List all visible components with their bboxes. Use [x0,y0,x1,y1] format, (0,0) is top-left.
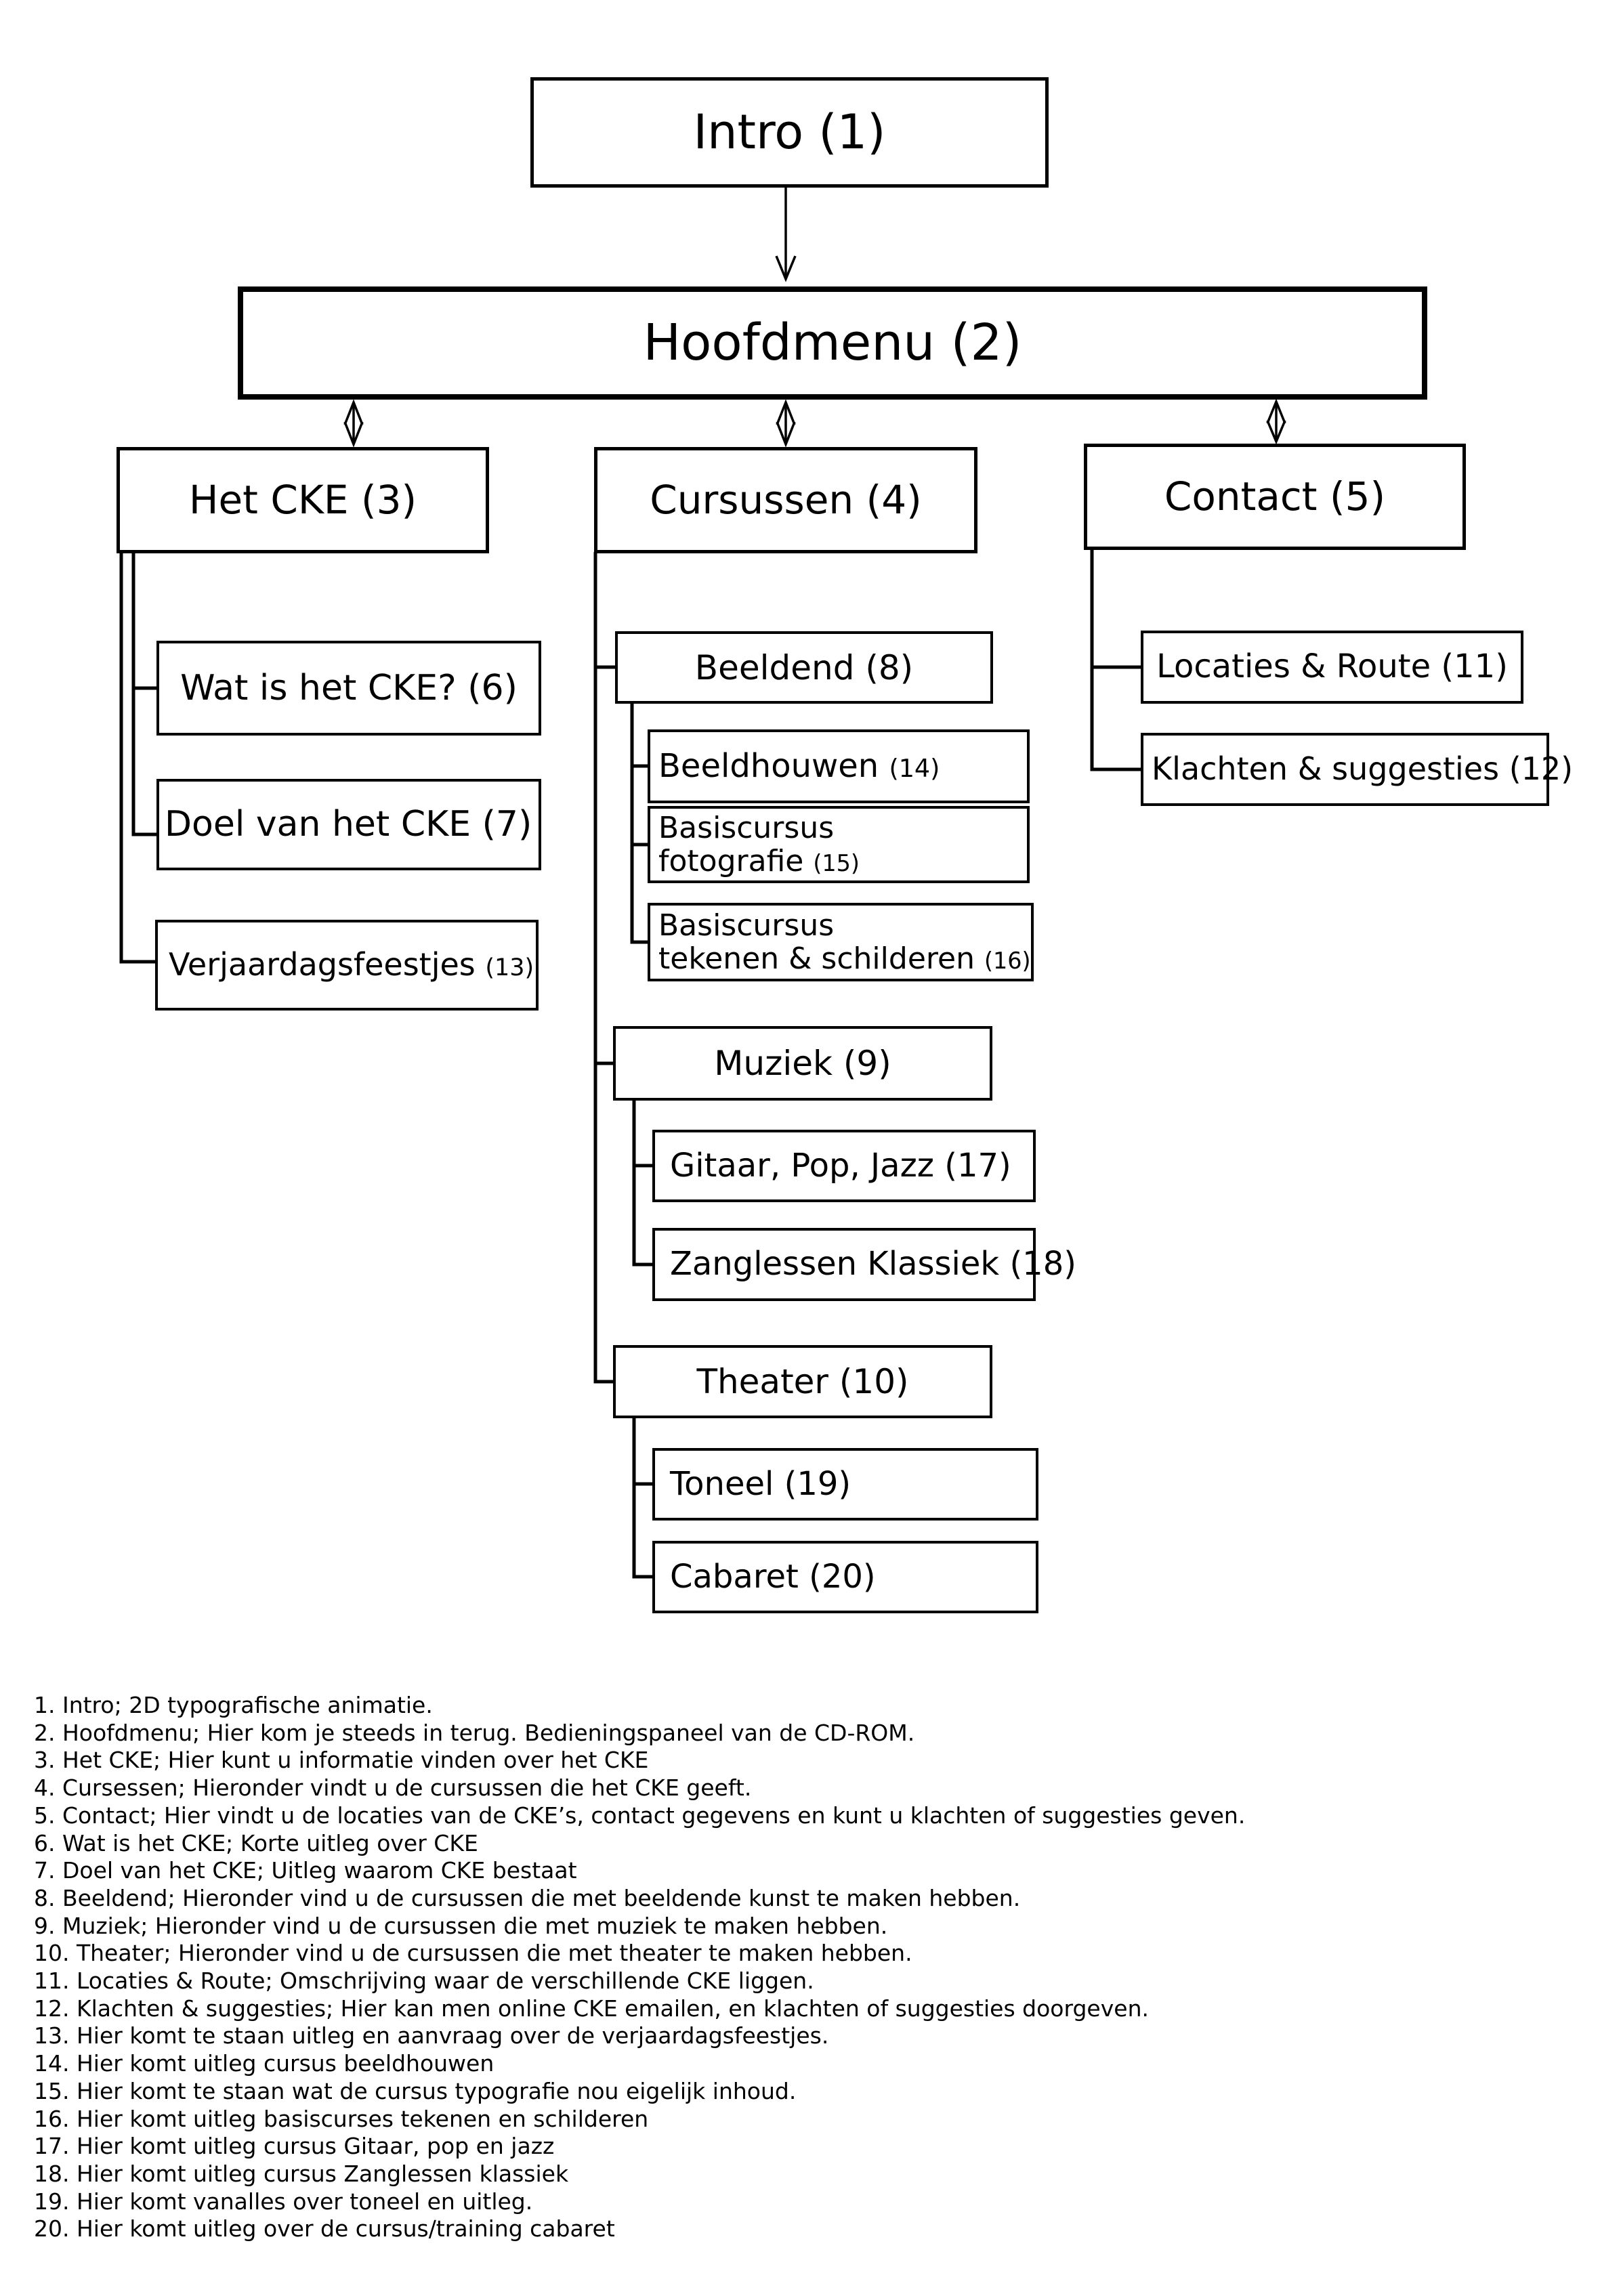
node-het-cke: Het CKE (3) [117,447,489,553]
trunk-hetcke-inner [131,552,158,836]
trunk-cursussen [593,552,614,1384]
node-toneel: Toneel (19) [652,1448,1038,1521]
node-gitaar-pop-jazz: Gitaar, Pop, Jazz (17) [652,1130,1036,1202]
double-arrow-icon [343,399,364,448]
legend-item: 4. Cursessen; Hieronder vindt u de cursu… [34,1774,752,1802]
double-arrow-icon [776,399,796,448]
node-cursussen: Cursussen (4) [594,447,977,553]
legend-item: 13. Hier komt te staan uitleg en aanvraa… [34,2022,829,2049]
trunk-theater [632,1417,654,1579]
legend-item: 17. Hier komt uitleg cursus Gitaar, pop … [34,2133,555,2160]
legend-item: 18. Hier komt uitleg cursus Zanglessen k… [34,2160,569,2187]
node-zanglessen-klassiek: Zanglessen Klassiek (18) [652,1228,1076,1301]
legend-item: 3. Het CKE; Hier kunt u informatie vinde… [34,1747,649,1774]
trunk-beeldend [630,702,649,944]
node-muziek: Muziek (9) [613,1026,992,1101]
legend-item: 20. Hier komt uitleg over de cursus/trai… [34,2215,615,2242]
legend-item: 12. Klachten & suggesties; Hier kan men … [34,1995,1149,2022]
node-beeldhouwen: Beeldhouwen (14) [648,729,1030,803]
trunk-muziek [632,1099,654,1267]
legend-item: 9. Muziek; Hieronder vind u de cursussen… [34,1912,888,1939]
legend-item: 1. Intro; 2D typografische animatie. [34,1692,433,1718]
legend-item: 11. Locaties & Route; Omschrijving waar … [34,1968,814,1995]
node-klachten-suggesties: Klachten & suggesties (12) [1141,733,1573,806]
legend-item: 10. Theater; Hieronder vind u de cursuss… [34,1940,912,1967]
node-doel-van-het-cke: Doel van het CKE (7) [156,779,541,870]
node-cabaret: Cabaret (20) [652,1541,1038,1613]
node-hoofdmenu: Hoofdmenu (2) [238,286,1427,400]
trunk-contact [1090,549,1142,771]
legend-item: 8. Beeldend; Hieronder vind u de cursuss… [34,1884,1021,1911]
trunk-hetcke-outer [119,552,156,964]
node-theater: Theater (10) [613,1345,992,1418]
node-beeldend: Beeldend (8) [615,631,993,704]
legend-item: 16. Hier komt uitleg basiscurses tekenen… [34,2105,649,2132]
double-arrow-icon [1266,398,1286,445]
legend-item: 6. Wat is het CKE; Korte uitleg over CKE [34,1829,478,1856]
node-contact: Contact (5) [1084,444,1466,550]
legend-item: 19. Hier komt vanalles over toneel en ui… [34,2188,533,2215]
node-verjaardagsfeestjes: Verjaardagsfeestjes (13) [155,920,539,1011]
legend-item: 14. Hier komt uitleg cursus beeldhouwen [34,2050,494,2077]
arrow-down-icon [775,188,797,282]
legend-item: 2. Hoofdmenu; Hier kom je steeds in teru… [34,1719,915,1746]
connector-lines [119,188,1286,1579]
node-wat-is-het-cke: Wat is het CKE? (6) [156,641,541,736]
legend-item: 5. Contact; Hier vindt u de locaties van… [34,1802,1246,1829]
node-intro: Intro (1) [530,77,1049,188]
legend: 1. Intro; 2D typografische animatie. 2. … [34,1692,1245,2243]
legend-item: 15. Hier komt te staan wat de cursus typ… [34,2077,797,2104]
legend-item: 7. Doel van het CKE; Uitleg waarom CKE b… [34,1857,577,1884]
node-locaties-route: Locaties & Route (11) [1141,631,1523,704]
